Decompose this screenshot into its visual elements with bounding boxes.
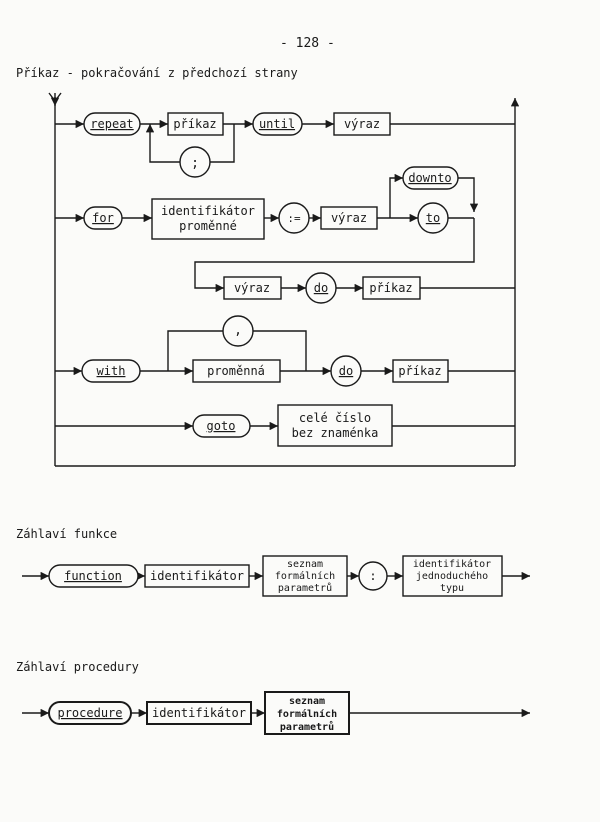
node-until [252,112,303,136]
node-type-identifier-line3: typu [440,583,464,594]
node-with-label: with [97,364,126,378]
section-title-statement: Příkaz - pokračování z předchozí strany [16,66,298,80]
node-for-from-label: výraz [331,211,367,225]
node-for-to-label: výraz [234,281,270,295]
node-downto [402,166,459,190]
node-goto-label-box [277,404,393,447]
node-with-variable [192,359,281,383]
node-to-label: to [426,211,440,225]
node-procedure-identifier-label: identifikátor [152,706,246,720]
node-repeat [83,112,141,136]
node-goto-label: goto [207,419,236,433]
section-title-procedure: Záhlaví procedury [16,660,139,674]
node-goto [192,414,251,438]
node-downto-label: downto [408,171,451,185]
node-with [81,359,141,383]
node-assign [278,202,310,234]
node-to [417,202,449,234]
node-for [83,206,123,230]
node-type-identifier [402,555,503,597]
node-for-label: for [92,211,114,225]
node-function-identifier-label: identifikátor [150,569,244,583]
node-function-identifier [144,564,250,588]
node-for-do-label: do [314,281,328,295]
node-with-do [330,355,362,387]
node-function [48,564,139,588]
node-assign-label: := [287,212,301,225]
section-title-function: Záhlaví funkce [16,527,118,541]
node-semicolon-label: ; [191,156,199,171]
node-type-identifier-line1: identifikátor [413,558,491,570]
node-procedure-params-line3: parametrů [280,720,334,733]
node-function-params-line3: parametrů [278,582,332,594]
node-comma [222,315,254,347]
node-for-do [305,272,337,304]
node-with-variable-label: proměnná [207,364,265,378]
node-procedure-params-line2: formálních [277,708,337,720]
node-until-expr-label: výraz [344,117,380,131]
node-for-variable-line2: proměnné [179,219,237,233]
statement-connectors [48,92,520,467]
node-colon [358,561,388,591]
node-repeat-label: repeat [90,117,133,131]
node-for-body [362,276,421,300]
node-goto-label-line1: celé číslo [299,411,371,425]
node-repeat-body [167,112,224,136]
node-function-params-line1: seznam [287,559,323,570]
node-type-identifier-line2: jednoduchého [416,570,488,582]
node-procedure-params [264,691,350,735]
node-semicolon [179,146,211,178]
node-procedure [48,701,132,725]
node-comma-label: , [234,323,242,338]
node-function-params [262,555,348,597]
node-with-do-label: do [339,364,353,378]
node-repeat-body-label: příkaz [173,117,216,131]
node-for-from [320,206,378,230]
node-for-to [223,276,282,300]
node-function-params-line2: formálních [275,570,335,582]
node-until-label: until [259,117,295,131]
node-with-body [392,359,449,383]
node-procedure-label: procedure [57,706,122,720]
node-with-body-label: příkaz [398,364,441,378]
node-procedure-identifier [146,701,252,725]
node-procedure-params-line1: seznam [289,696,325,707]
node-for-variable [151,198,265,240]
node-function-label: function [64,569,122,583]
node-for-variable-line1: identifikátor [161,204,255,218]
node-for-body-label: příkaz [369,281,412,295]
node-until-expr [333,112,391,136]
node-goto-label-line2: bez znaménka [292,426,379,440]
node-colon-label: : [369,569,376,583]
page-number: - 128 - [280,36,335,51]
